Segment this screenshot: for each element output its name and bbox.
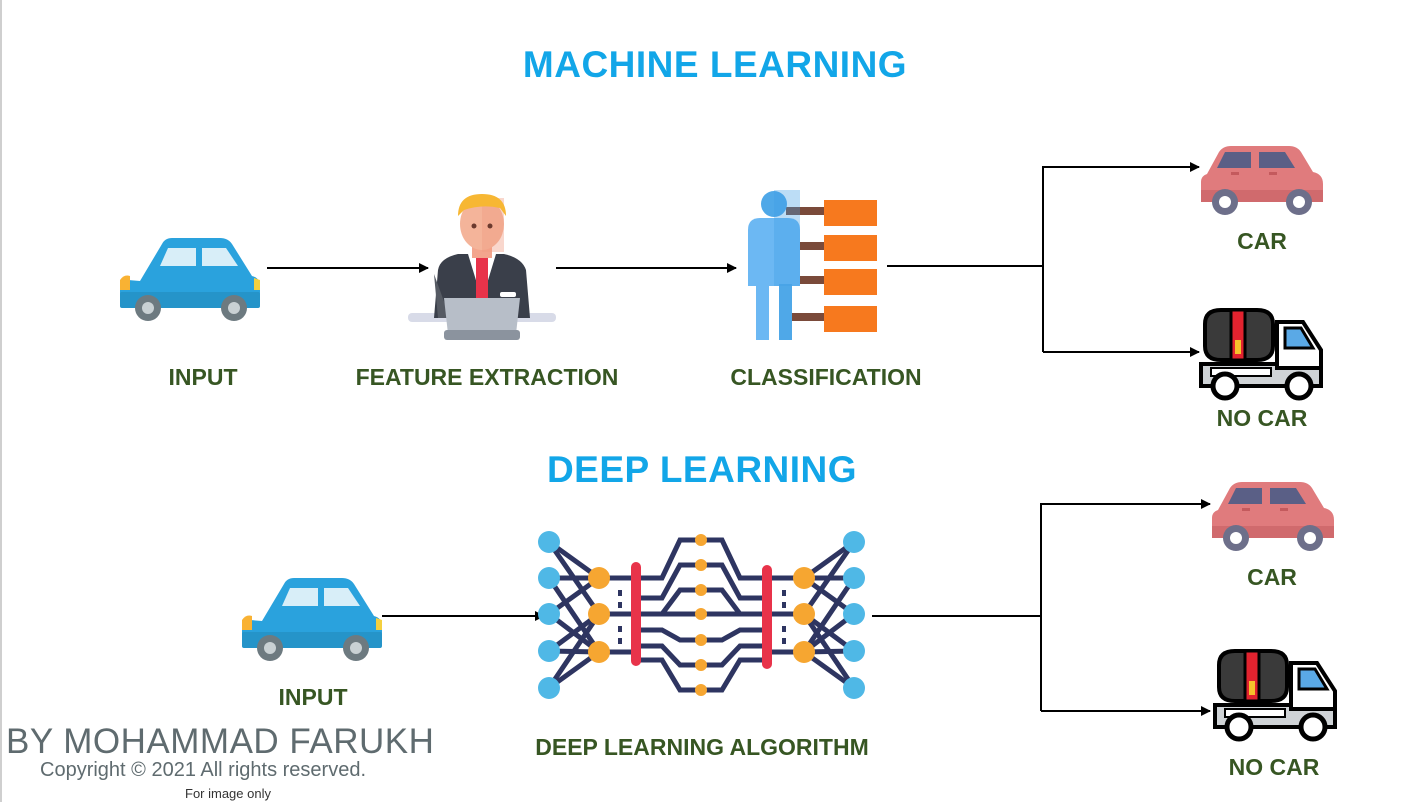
dl-algorithm-label: DEEP LEARNING ALGORITHM — [535, 734, 869, 760]
dl-output-car-icon — [1212, 482, 1334, 551]
copyright-notice: Copyright © 2021 All rights reserved. — [40, 759, 367, 781]
businessman-laptop-icon — [408, 194, 556, 340]
deep-learning-title: DEEP LEARNING — [546, 449, 858, 490]
machine-learning-title: MACHINE LEARNING — [522, 44, 908, 85]
ml-output-car-icon — [1201, 146, 1323, 215]
classification-label: CLASSIFICATION — [730, 364, 922, 390]
author-credit: BY MOHAMMAD FARUKH — [6, 722, 435, 761]
ml-input-car-icon — [120, 238, 260, 321]
ml-no-car-label: NO CAR — [1216, 405, 1308, 431]
dl-no-car-label: NO CAR — [1228, 754, 1320, 780]
feature-extraction-label: FEATURE EXTRACTION — [355, 364, 619, 390]
ml-input-label: INPUT — [168, 364, 238, 390]
arrow-to-ml-car — [1042, 162, 1200, 352]
dl-output-truck-icon — [1215, 651, 1335, 739]
classification-person-icon — [748, 190, 877, 340]
dl-input-car-icon — [242, 578, 382, 661]
neural-network-icon — [538, 531, 865, 699]
usage-note: For image only — [185, 786, 271, 801]
ml-car-label: CAR — [1237, 228, 1287, 254]
dl-input-label: INPUT — [278, 684, 348, 710]
arrow-to-dl-car — [1040, 499, 1211, 711]
dl-car-label: CAR — [1247, 564, 1297, 590]
ml-output-truck-icon — [1201, 310, 1321, 398]
